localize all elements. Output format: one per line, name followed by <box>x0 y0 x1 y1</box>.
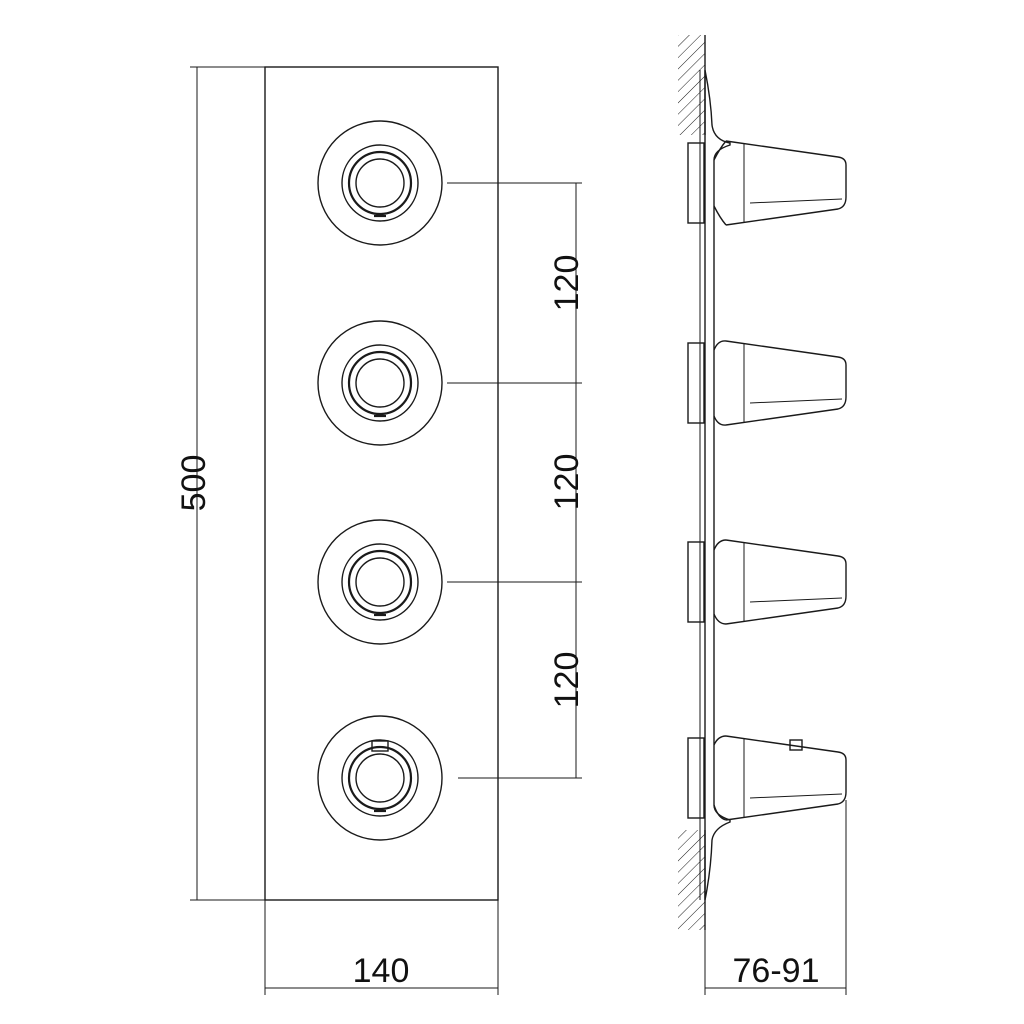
front-view <box>264 66 499 901</box>
spacing-label-2: 120 <box>548 454 586 511</box>
knob-4-side <box>687 735 847 821</box>
width-dimension: 140 <box>264 900 499 995</box>
depth-label: 76-91 <box>733 952 820 990</box>
knob-1-front <box>316 119 444 247</box>
side-plate <box>704 69 731 901</box>
knob-3-side <box>687 539 847 625</box>
wall-hatch-bottom <box>678 830 705 930</box>
depth-dimension: 76-91 <box>704 800 847 995</box>
wall-hatch-top <box>678 35 705 135</box>
knob-4-side-indicator <box>789 739 803 751</box>
side-view <box>678 35 847 930</box>
knob-1-side <box>687 140 847 226</box>
knob-2-side <box>687 340 847 426</box>
spacing-label-3: 120 <box>548 652 586 709</box>
height-label: 500 <box>175 455 213 512</box>
spacing-label-1: 120 <box>548 255 586 312</box>
width-label: 140 <box>353 952 410 990</box>
knob-4-front <box>316 714 444 842</box>
front-plate <box>264 66 499 901</box>
height-dimension: 500 <box>175 66 265 901</box>
knob-4-indicator <box>371 740 389 752</box>
knob-3-front <box>316 518 444 646</box>
spacing-dimensions: 120 120 120 <box>447 182 586 779</box>
knob-2-front <box>316 319 444 447</box>
